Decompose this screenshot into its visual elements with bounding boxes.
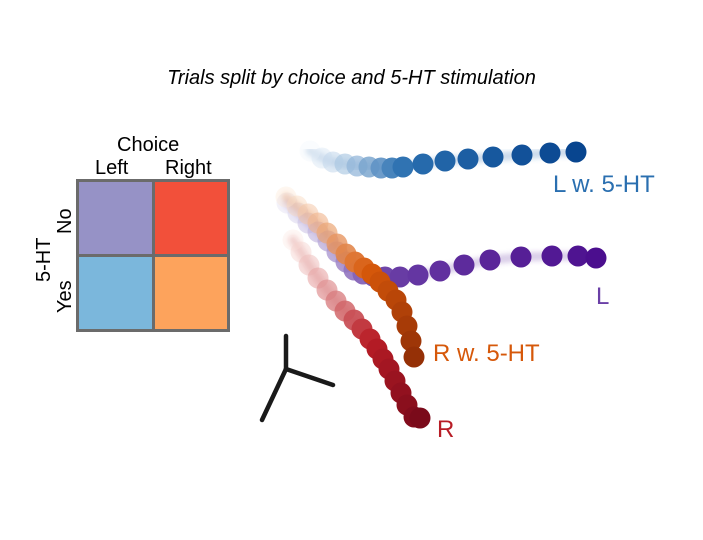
trajectory-point [409,407,431,429]
legend-matrix [76,179,230,332]
trajectory-point [299,140,321,162]
legend-cell-no-right [154,182,227,254]
trajectory-point [585,247,607,269]
trajectory-point [429,260,451,282]
legend-cell-yes-right [154,257,227,329]
trajectory-point [400,330,422,352]
figure-title: Trials split by choice and 5-HT stimulat… [167,67,536,89]
trajectory-point [479,249,501,271]
trajectory-label-l-5ht: L w. 5-HT [553,171,655,198]
trajectory-point [565,141,587,163]
trajectory-r [282,229,431,429]
trajectory-point [412,153,434,175]
trajectory-point [407,264,429,286]
legend-cell-no-left [79,182,152,254]
trajectory-point [275,186,297,208]
trajectory-point [389,266,411,288]
choice-right-label: Right [165,157,212,179]
three-axis-icon [259,333,336,423]
trajectory-point [434,150,456,172]
trajectory-label-r: R [437,416,455,443]
trajectory-point [539,142,561,164]
trajectory-point [282,229,304,251]
trajectory-label-l: L [596,283,610,310]
choice-left-label: Left [95,157,129,179]
legend-cell-yes-left [79,257,152,329]
trajectory-point [567,245,589,267]
trajectory-point [510,246,532,268]
trajectory-label-r-5ht: R w. 5-HT [433,340,540,367]
choice-header: Choice [117,134,180,156]
trajectory-point [541,245,563,267]
trajectory-r-w-5-ht [275,186,425,368]
trajectory-point [457,148,479,170]
trajectory-point [453,254,475,276]
trajectory-point [511,144,533,166]
trajectory-point [403,346,425,368]
trajectory-point [392,156,414,178]
trajectory-l-w-5-ht [299,140,587,179]
trajectory-point [482,146,504,168]
